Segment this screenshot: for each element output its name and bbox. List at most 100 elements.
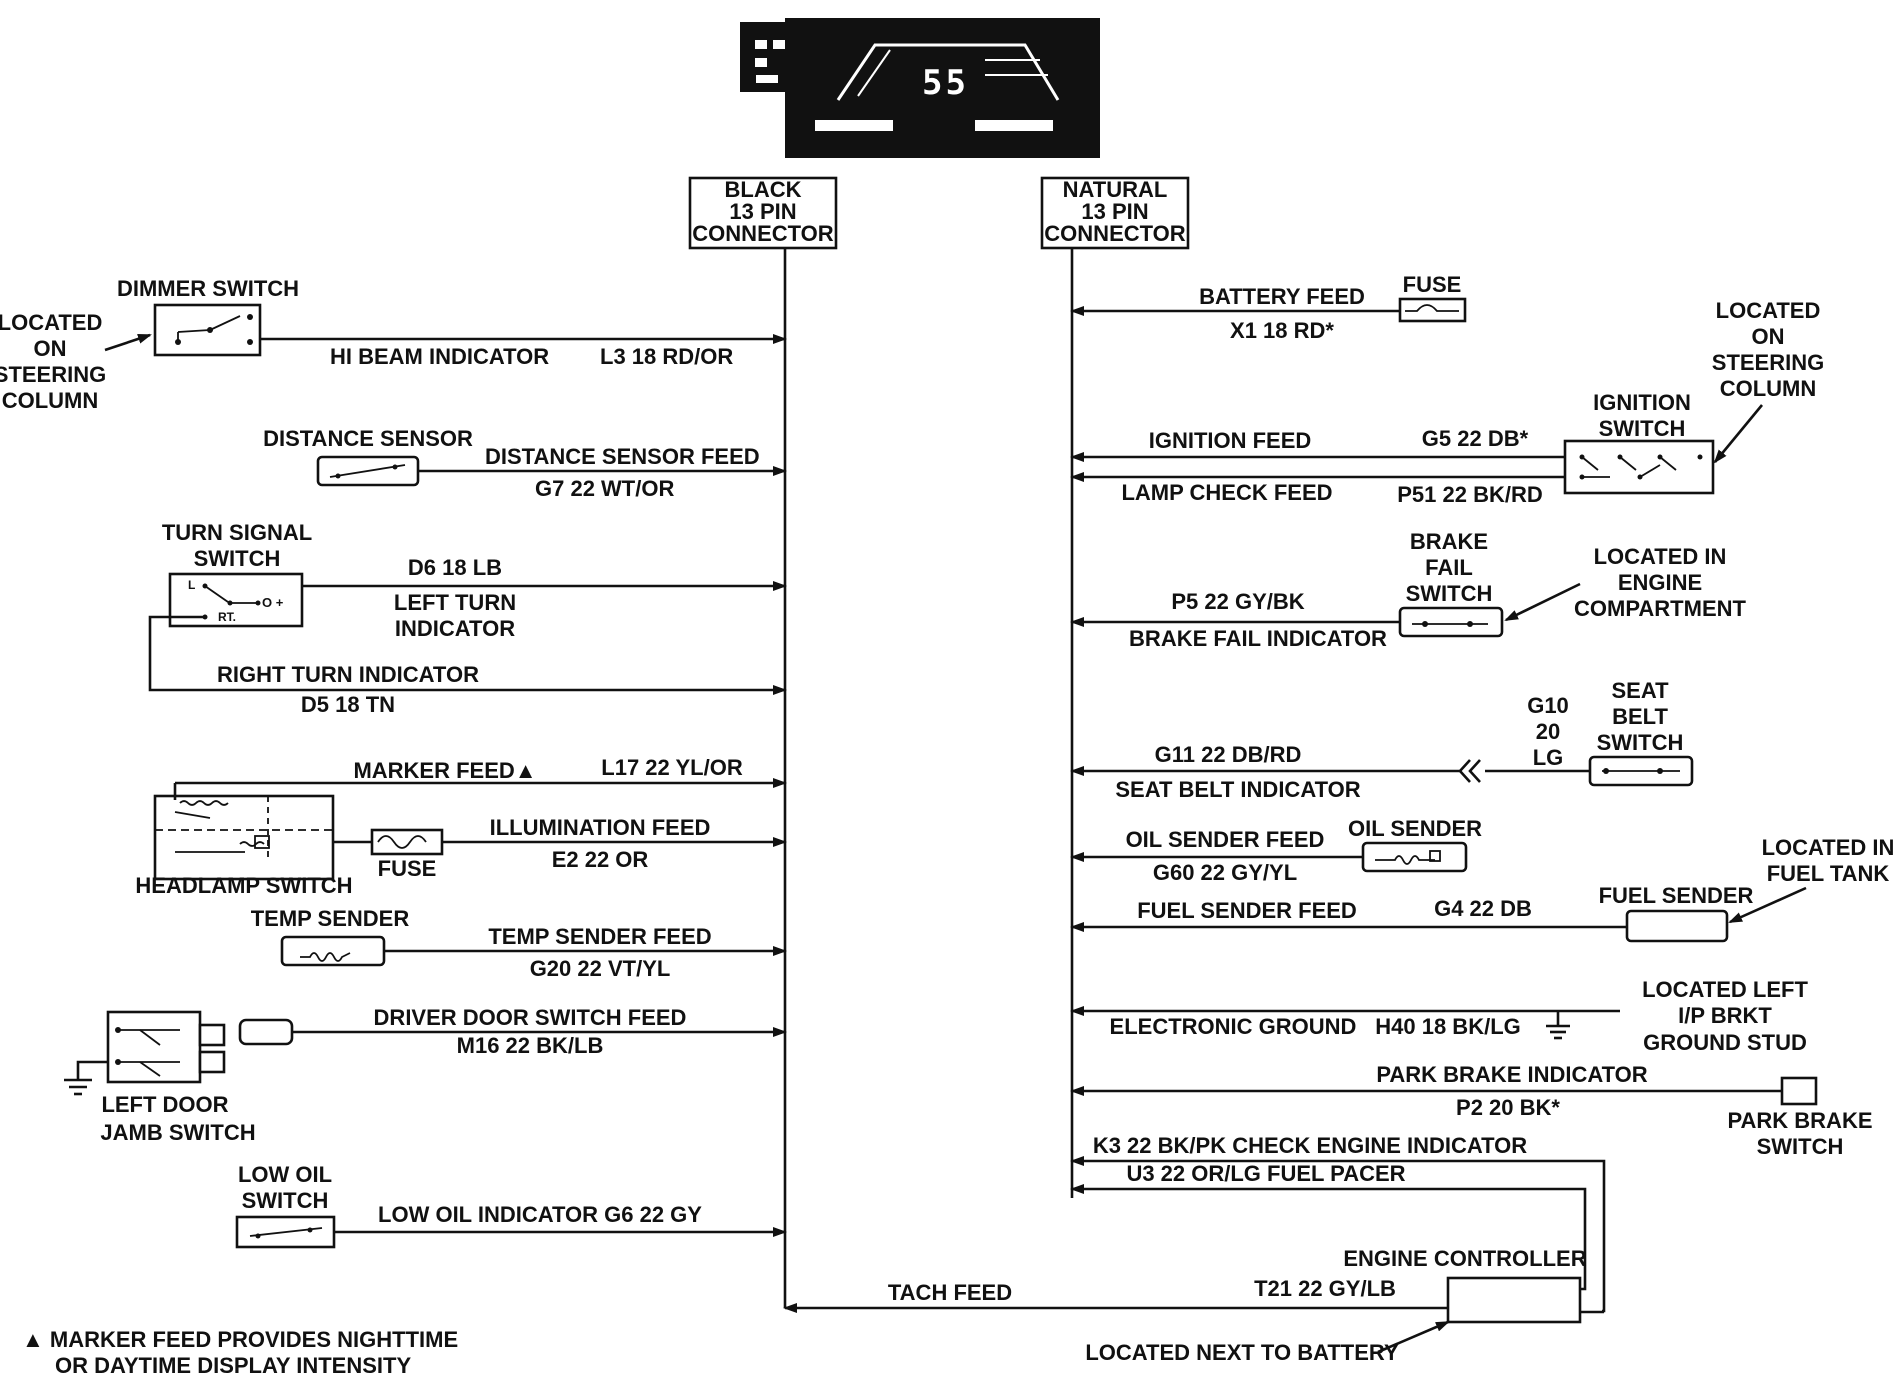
left-turn-wire-code: D6 18 LB xyxy=(408,555,502,580)
battery-feed-circuit: FUSE BATTERY FEED X1 18 RD* xyxy=(1070,272,1467,343)
check-engine-label: K3 22 BK/PK CHECK ENGINE INDICATOR xyxy=(1093,1133,1527,1158)
left-door-jamb-line-1: LEFT DOOR xyxy=(101,1092,228,1117)
hi-beam-indicator-label: HI BEAM INDICATOR xyxy=(330,344,549,369)
natural-connector-line-3: CONNECTOR xyxy=(1044,221,1185,246)
located-steering-right-line-1: LOCATED xyxy=(1716,298,1821,323)
seat-belt-switch-line-3: SWITCH xyxy=(1597,730,1684,755)
distance-sensor-feed-label: DISTANCE SENSOR FEED xyxy=(485,444,760,469)
right-turn-wire-code: D5 18 TN xyxy=(301,692,395,717)
illumination-feed-label: ILLUMINATION FEED xyxy=(490,815,711,840)
hi-beam-wire-code: L3 18 RD/OR xyxy=(600,344,733,369)
seat-belt-switch-wire-line-3: LG xyxy=(1533,745,1564,770)
located-ground-line-1: LOCATED LEFT xyxy=(1642,977,1808,1002)
dimmer-switch-symbol xyxy=(175,314,253,345)
illumination-wire-code: E2 22 OR xyxy=(552,847,649,872)
temp-sender-feed-label: TEMP SENDER FEED xyxy=(488,924,711,949)
park-brake-circuit: PARK BRAKE INDICATOR P2 20 BK* PARK BRAK… xyxy=(1070,1062,1873,1159)
ground-wire-code: H40 18 BK/LG xyxy=(1375,1014,1521,1039)
turn-switch-l: L xyxy=(188,578,195,592)
located-steering-line-1: LOCATED xyxy=(0,310,102,335)
fuel-pacer-label: U3 22 OR/LG FUEL PACER xyxy=(1126,1161,1405,1186)
engine-controller-circuit: K3 22 BK/PK CHECK ENGINE INDICATOR U3 22… xyxy=(1070,1133,1606,1365)
black-connector-line-1: BLACK xyxy=(725,177,802,202)
ignition-switch-circuit: LOCATED ON STEERING COLUMN IGNITION SWIT… xyxy=(1070,298,1824,507)
ignition-feed-label: IGNITION FEED xyxy=(1149,428,1312,453)
ignition-switch-line-1: IGNITION xyxy=(1593,390,1691,415)
lamp-check-wire-code: P51 22 BK/RD xyxy=(1397,482,1543,507)
temp-sender-wire-code: G20 22 VT/YL xyxy=(530,956,671,981)
distance-sensor-circuit: DISTANCE SENSOR DISTANCE SENSOR FEED G7 … xyxy=(263,426,787,501)
ignition-wire-code: G5 22 DB* xyxy=(1422,426,1529,451)
turn-switch-o: O + xyxy=(262,595,284,610)
park-brake-switch-line-2: SWITCH xyxy=(1757,1134,1844,1159)
seat-belt-switch-wire-line-2: 20 xyxy=(1536,719,1560,744)
oil-sender-feed-label: OIL SENDER FEED xyxy=(1126,827,1325,852)
located-fuel-tank-line-1: LOCATED IN xyxy=(1762,835,1895,860)
seat-belt-indicator-label: SEAT BELT INDICATOR xyxy=(1115,777,1360,802)
headlamp-switch-circuit: MARKER FEED▲ L17 22 YL/OR FUSE ILLUMINAT… xyxy=(135,755,787,898)
low-oil-circuit: LOW OIL SWITCH LOW OIL INDICATOR G6 22 G… xyxy=(235,1162,787,1249)
seat-belt-switch-line-2: BELT xyxy=(1612,704,1668,729)
located-fuel-tank-line-2: FUEL TANK xyxy=(1767,861,1890,886)
located-ground-line-2: I/P BRKT xyxy=(1678,1003,1772,1028)
low-oil-indicator-label: LOW OIL INDICATOR G6 22 GY xyxy=(378,1202,702,1227)
natural-connector-line-1: NATURAL xyxy=(1063,177,1168,202)
footnote-line-1: ▲ MARKER FEED PROVIDES NIGHTTIME xyxy=(22,1327,458,1352)
located-steering-right-line-4: COLUMN xyxy=(1720,376,1817,401)
brake-fail-switch-line-3: SWITCH xyxy=(1406,581,1493,606)
natural-connector: NATURAL 13 PIN CONNECTOR xyxy=(1040,176,1190,250)
brake-fail-wire-code: P5 22 GY/BK xyxy=(1171,589,1304,614)
located-engine-line-1: LOCATED IN xyxy=(1594,544,1727,569)
tach-wire-code: T21 22 GY/LB xyxy=(1254,1276,1396,1301)
brake-fail-circuit: BRAKE FAIL SWITCH P5 22 GY/BK BRAKE FAIL… xyxy=(1070,529,1747,651)
left-turn-indicator-line-1: LEFT TURN xyxy=(394,590,516,615)
black-connector-line-3: CONNECTOR xyxy=(692,221,833,246)
black-connector: BLACK 13 PIN CONNECTOR xyxy=(688,176,838,250)
door-jamb-circuit: DRIVER DOOR SWITCH FEED M16 22 BK/LB LEF… xyxy=(64,1005,787,1145)
fuel-sender-label: FUEL SENDER xyxy=(1599,883,1754,908)
brake-fail-indicator-label: BRAKE FAIL INDICATOR xyxy=(1129,626,1387,651)
turn-signal-circuit: TURN SIGNAL SWITCH L RT. O + D6 18 LB LE… xyxy=(148,520,787,717)
electronic-ground-label: ELECTRONIC GROUND xyxy=(1110,1014,1357,1039)
battery-wire-code: X1 18 RD* xyxy=(1230,318,1334,343)
park-brake-wire-code: P2 20 BK* xyxy=(1456,1095,1560,1120)
temp-sender-circuit: TEMP SENDER TEMP SENDER FEED G20 22 VT/Y… xyxy=(251,906,787,981)
distance-sensor-label: DISTANCE SENSOR xyxy=(263,426,473,451)
footnote-line-2: OR DAYTIME DISPLAY INTENSITY xyxy=(55,1353,411,1376)
located-steering-right-line-3: STEERING xyxy=(1712,350,1824,375)
temp-sender-label: TEMP SENDER xyxy=(251,906,410,931)
located-battery-label: LOCATED NEXT TO BATTERY xyxy=(1085,1340,1399,1365)
natural-connector-line-2: 13 PIN xyxy=(1081,199,1148,224)
ignition-switch-symbol xyxy=(1579,454,1703,480)
located-steering-line-2: ON xyxy=(34,336,67,361)
seat-belt-circuit: SEAT BELT SWITCH G10 20 LG G11 22 DB/RD … xyxy=(1070,678,1694,802)
located-steering-line-4: COLUMN xyxy=(2,388,99,413)
located-engine-line-2: ENGINE xyxy=(1618,570,1702,595)
battery-feed-label: BATTERY FEED xyxy=(1199,284,1365,309)
park-brake-indicator-label: PARK BRAKE INDICATOR xyxy=(1376,1062,1647,1087)
low-oil-switch-line-1: LOW OIL xyxy=(238,1162,332,1187)
driver-door-wire-code: M16 22 BK/LB xyxy=(457,1033,604,1058)
ground-circuit: LOCATED LEFT I/P BRKT GROUND STUD ELECTR… xyxy=(1070,977,1808,1055)
oil-sender-label: OIL SENDER xyxy=(1348,816,1482,841)
seat-belt-wire-code: G11 22 DB/RD xyxy=(1155,742,1302,767)
fuse-label-right: FUSE xyxy=(1403,272,1462,297)
fuel-sender-circuit: LOCATED IN FUEL TANK FUEL SENDER FUEL SE… xyxy=(1070,835,1895,943)
located-engine-line-3: COMPARTMENT xyxy=(1574,596,1746,621)
left-turn-indicator-line-2: INDICATOR xyxy=(395,616,515,641)
dimmer-switch-circuit: LOCATED ON STEERING COLUMN DIMMER SWITCH… xyxy=(0,276,787,413)
fuel-sender-wire-code: G4 22 DB xyxy=(1434,896,1532,921)
engine-controller-label: ENGINE CONTROLLER xyxy=(1343,1246,1586,1271)
ignition-switch-line-2: SWITCH xyxy=(1599,416,1686,441)
brake-fail-switch-line-2: FAIL xyxy=(1425,555,1473,580)
turn-signal-switch-line-1: TURN SIGNAL xyxy=(162,520,312,545)
lamp-check-feed-label: LAMP CHECK FEED xyxy=(1121,480,1332,505)
marker-feed-label: MARKER FEED▲ xyxy=(353,758,536,783)
seat-belt-switch-wire-line-1: G10 xyxy=(1527,693,1569,718)
instrument-cluster: 55 xyxy=(740,18,1100,158)
located-steering-line-3: STEERING xyxy=(0,362,106,387)
black-connector-line-2: 13 PIN xyxy=(729,199,796,224)
dimmer-switch-label: DIMMER SWITCH xyxy=(117,276,299,301)
marker-wire-code: L17 22 YL/OR xyxy=(601,755,743,780)
